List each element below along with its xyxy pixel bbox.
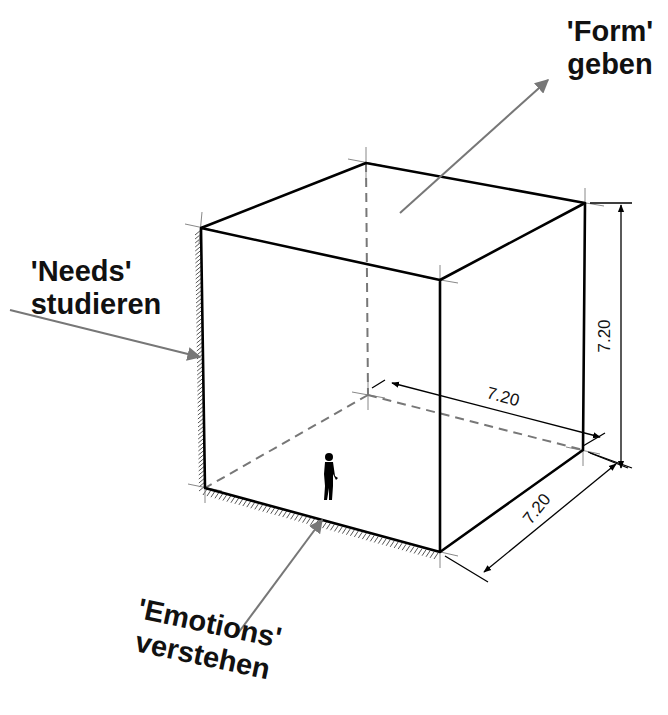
hatch-stroke [326,523,330,529]
hatch-stroke [239,499,243,505]
hatch-stroke [247,501,251,507]
ground-hatching [195,230,438,559]
hidden-edges [205,163,583,488]
hatch-stroke [259,504,263,510]
hatch-stroke [414,547,418,553]
hatch-stroke [358,532,362,538]
person-silhouette [324,453,338,500]
hatch-stroke [366,534,370,540]
hatch-stroke [243,500,247,506]
hatch-stroke [322,522,326,528]
hatch-stroke [207,490,211,496]
hatch-stroke [370,535,374,541]
dimension-label: 7.20 [595,317,615,354]
hatch-stroke [330,524,334,530]
hatch-stroke [378,538,382,544]
hatch-stroke [422,550,426,556]
hatch-stroke [398,543,402,549]
dimension-lines [372,203,632,582]
hatch-stroke [263,506,267,512]
hatch-stroke [362,533,366,539]
hatch-stroke [334,525,338,531]
hatch-stroke [255,503,259,509]
hatch-stroke [267,507,271,513]
hatch-stroke [406,545,410,551]
hatch-stroke [287,512,291,518]
hatch-stroke [231,497,235,503]
hatch-stroke [227,496,231,502]
annotation-label: 'Form' geben [567,15,653,82]
hatch-stroke [235,498,239,504]
annotation-label: 'Emotions' verstehen [128,592,285,688]
hatch-stroke [346,529,350,535]
hatch-stroke [394,542,398,548]
cube-edges [201,163,585,552]
hatch-stroke [390,541,394,547]
hatch-stroke [219,493,223,499]
hatch-stroke [215,492,219,498]
hatch-stroke [279,510,283,516]
hatch-stroke [303,517,307,523]
hatch-stroke [338,527,342,533]
hatch-stroke [418,549,422,555]
hatch-stroke [251,502,255,508]
hatch-stroke [402,544,406,550]
corner-ticks [185,147,604,568]
hatch-stroke [410,546,414,552]
hatch-stroke [223,495,227,501]
hatch-stroke [295,514,299,520]
hatch-stroke [386,540,390,546]
hatch-stroke [354,531,358,537]
hatch-stroke [307,518,311,524]
hatch-stroke [350,530,354,536]
hatch-stroke [434,553,438,559]
hatch-stroke [382,539,386,545]
hatch-stroke [271,508,275,514]
leader-arrows [10,80,548,636]
hatch-stroke [275,509,279,515]
hatch-stroke [426,551,430,557]
dimension-label: 7.20 [483,383,524,411]
annotation-label: 'Needs' studieren [31,255,162,322]
hatch-stroke [299,515,303,521]
dimension-label: 7.20 [518,488,557,529]
hatch-stroke [311,519,315,525]
hatch-stroke [374,536,378,542]
hatch-stroke [291,513,295,519]
hatch-stroke [430,552,434,558]
hatch-stroke [211,491,215,497]
hatch-stroke [342,528,346,534]
hatch-stroke [283,511,287,517]
